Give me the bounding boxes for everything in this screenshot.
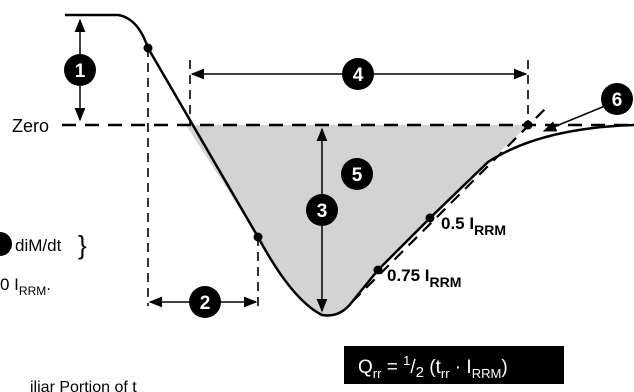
- svg-text:5: 5: [352, 165, 363, 186]
- zero-label: Zero: [12, 116, 49, 136]
- left-formula-fragment: diM/dt } 0 IRRM.: [0, 230, 87, 298]
- label-05-irrm: 0.5 IRRM: [441, 214, 506, 238]
- qrr-formula-box: Qrr = 1/2 (trr · IRRM): [344, 346, 564, 384]
- svg-text:diM/dt: diM/dt: [15, 236, 62, 255]
- svg-text:3: 3: [317, 201, 328, 222]
- svg-text:6: 6: [612, 90, 623, 111]
- point-mid: [253, 232, 263, 242]
- point-075: [373, 265, 383, 275]
- recovery-charge-area: [186, 125, 528, 316]
- point-05: [425, 213, 435, 223]
- svg-text:1: 1: [75, 61, 86, 82]
- marker-6-leader: [542, 105, 606, 132]
- marker-4: 4: [342, 58, 374, 90]
- svg-text:4: 4: [353, 65, 364, 86]
- svg-text:0 IRRM.: 0 IRRM.: [0, 275, 51, 298]
- extrapolation-line: [351, 105, 549, 303]
- marker-6: 6: [601, 83, 633, 115]
- current-waveform: [65, 13, 634, 317]
- label-075-irrm: 0.75 IRRM: [387, 266, 461, 290]
- marker-2: 2: [189, 286, 221, 318]
- marker-3: 3: [306, 194, 338, 226]
- svg-text:2: 2: [200, 293, 211, 314]
- svg-text:Qrr = 1/2 (trr · IRRM): Qrr = 1/2 (trr · IRRM): [358, 353, 508, 381]
- point-start: [143, 43, 153, 53]
- bottom-caption-fragment: iliar Portion of t: [30, 379, 137, 392]
- point-zero-cross: [523, 120, 533, 130]
- svg-text:}: }: [78, 230, 87, 260]
- marker-1: 1: [64, 54, 96, 86]
- marker-5: 5: [341, 158, 373, 190]
